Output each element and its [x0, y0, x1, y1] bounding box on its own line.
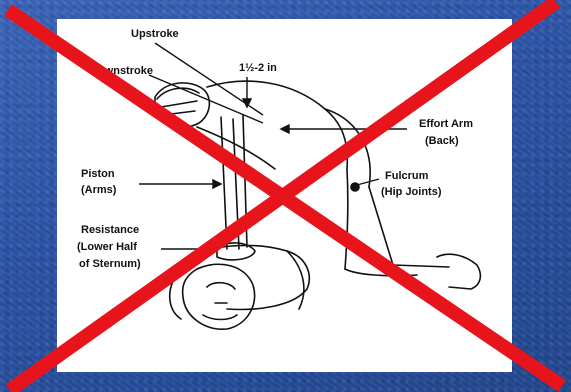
- red-cross-overlay: [0, 0, 571, 392]
